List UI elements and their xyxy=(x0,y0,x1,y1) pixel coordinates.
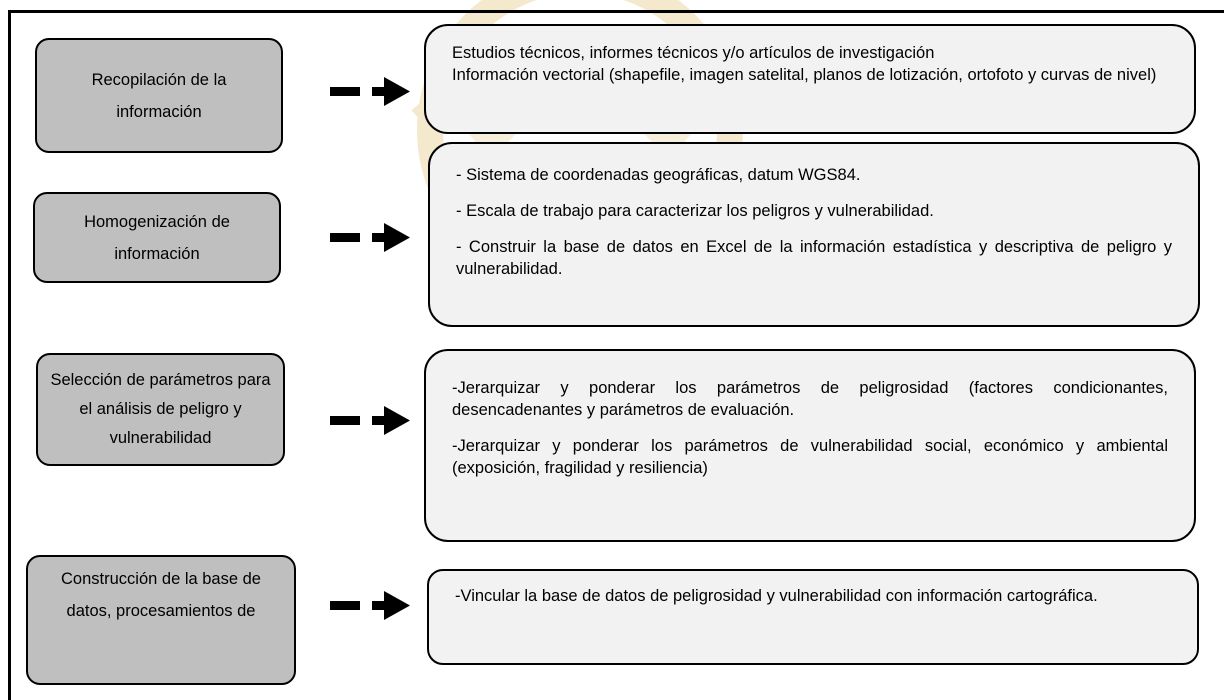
detail-text: - Sistema de coordenadas geográficas, da… xyxy=(456,166,861,184)
step-box-construccion: Construcción de la base de datos, proces… xyxy=(26,555,296,685)
diagram-frame xyxy=(8,10,1224,700)
detail-text: - Escala de trabajo para caracterizar lo… xyxy=(456,202,934,220)
detail-text: -Vincular la base de datos de peligrosid… xyxy=(455,587,1098,605)
detail-box-homogenizacion: - Sistema de coordenadas geográficas, da… xyxy=(428,142,1200,327)
step-box-homogenizacion: Homogenización de información xyxy=(33,192,281,283)
detail-box-seleccion: -Jerarquizar y ponderar los parámetros d… xyxy=(424,349,1196,542)
step-box-recopilacion: Recopilación de la información xyxy=(35,38,283,153)
detail-text: -Jerarquizar y ponderar los parámetros d… xyxy=(452,437,1168,477)
arrow-right-icon xyxy=(330,77,410,106)
arrow-right-icon xyxy=(330,223,410,252)
arrow-right-icon xyxy=(330,591,410,620)
detail-box-construccion: -Vincular la base de datos de peligrosid… xyxy=(427,569,1199,665)
detail-text: -Jerarquizar y ponderar los parámetros d… xyxy=(452,379,1168,419)
detail-text: Estudios técnicos, informes técnicos y/o… xyxy=(452,44,935,62)
step-box-seleccion: Selección de parámetros para el análisis… xyxy=(36,353,285,466)
detail-text: - Construir la base de datos en Excel de… xyxy=(456,238,1172,278)
arrow-right-icon xyxy=(330,406,410,435)
detail-text: Información vectorial (shapefile, imagen… xyxy=(452,66,1157,84)
detail-box-recopilacion: Estudios técnicos, informes técnicos y/o… xyxy=(424,24,1196,134)
